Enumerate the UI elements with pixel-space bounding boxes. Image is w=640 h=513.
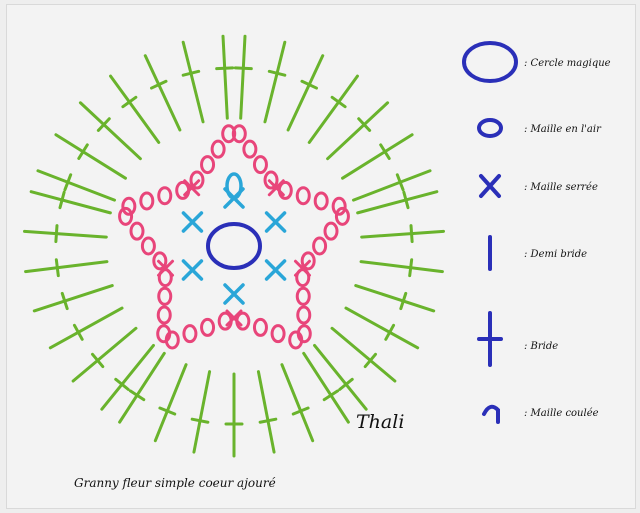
chain-stitch-icon: [202, 319, 214, 335]
treble-stitch-icon: [102, 345, 154, 409]
treble-stitch-icon: [258, 372, 274, 452]
magic-ring-icon: [464, 43, 516, 81]
treble-stitch-icon: [265, 42, 285, 122]
treble-crossbar: [411, 226, 412, 242]
treble-stitch-icon: [332, 328, 395, 381]
chain-stitch-icon: [314, 238, 326, 254]
single-crochet-icon: [183, 261, 201, 279]
treble-stitch-icon: [183, 42, 203, 122]
treble-stitch-icon: [194, 372, 210, 452]
legend-row-5: : Bride: [479, 313, 558, 365]
flower-chart: [25, 36, 444, 456]
chain-stitch-icon: [479, 120, 501, 136]
treble-stitch-icon: [56, 135, 126, 178]
single-crochet-icon: [481, 176, 499, 196]
stitch-legend: : Cercle magique : Maille en l'air : Maill…: [464, 43, 611, 422]
treble-stitch-icon: [356, 286, 434, 311]
treble-crossbar: [410, 260, 412, 276]
legend-label: : Bride: [524, 341, 558, 352]
chain-stitch-icon: [298, 307, 310, 323]
chain-stitch-icon: [254, 157, 266, 173]
single-crochet-icon: [225, 285, 243, 303]
legend-row-1: : Cercle magique: [464, 43, 611, 81]
legend-label: : Maille coulée: [524, 408, 599, 419]
chain-stitch-icon: [227, 174, 241, 198]
treble-stitch-icon: [346, 308, 418, 348]
legend-label: : Cercle magique: [524, 58, 611, 69]
chain-stitch-icon: [142, 238, 154, 254]
treble-crossbar: [269, 71, 285, 75]
chain-stitch-icon: [212, 141, 224, 157]
treble-stitch-icon: [309, 76, 357, 142]
legend-label: : Demi bride: [524, 249, 587, 260]
treble-stitch-icon: [315, 345, 367, 409]
treble-stitch-icon: [361, 262, 442, 272]
treble-crossbar: [123, 97, 136, 106]
treble-stitch-icon: [223, 36, 227, 118]
legend-label: : Maille en l'air: [524, 124, 602, 135]
treble-stitch-icon: [241, 36, 245, 118]
legend-row-6: : Maille coulée: [484, 407, 599, 422]
legend-label: : Maille serrée: [524, 182, 598, 193]
chain-stitch-icon: [297, 288, 309, 304]
chain-stitch-icon: [272, 326, 284, 342]
single-crochet-icon: [267, 261, 285, 279]
treble-stitch-icon: [282, 365, 313, 441]
treble-stitch-icon: [288, 56, 323, 130]
round-2-chains: [120, 126, 349, 348]
magic-ring-icon: [208, 224, 260, 268]
single-crochet-icon: [227, 311, 241, 325]
treble-stitch-icon: [73, 328, 136, 381]
treble-crossbar: [217, 68, 233, 69]
treble-crossbar: [192, 419, 208, 422]
petal-fan-3: [120, 353, 349, 456]
treble-stitch-icon: [25, 231, 107, 237]
chain-stitch-icon: [159, 288, 171, 304]
double-crochet-icon: [479, 313, 501, 365]
treble-crossbar: [235, 68, 251, 69]
chain-stitch-icon: [158, 307, 170, 323]
chain-stitch-icon: [325, 223, 337, 239]
treble-stitch-icon: [328, 103, 388, 159]
treble-stitch-icon: [26, 262, 107, 272]
legend-row-4: : Demi bride: [490, 237, 587, 269]
treble-crossbar: [56, 260, 58, 276]
chain-stitch-icon: [254, 319, 266, 335]
treble-stitch-icon: [362, 231, 444, 237]
treble-stitch-icon: [34, 286, 112, 311]
chain-stitch-icon: [141, 193, 153, 209]
treble-crossbar: [56, 226, 57, 242]
treble-stitch-icon: [155, 365, 186, 441]
treble-stitch-icon: [80, 103, 140, 159]
single-crochet-icon: [267, 213, 285, 231]
treble-crossbar: [404, 192, 408, 207]
chain-stitch-icon: [131, 223, 143, 239]
chain-stitch-icon: [315, 193, 327, 209]
single-crochet-icon: [183, 213, 201, 231]
chain-stitch-icon: [244, 141, 256, 157]
treble-crossbar: [60, 192, 64, 207]
author-signature: Thali: [356, 411, 404, 433]
legend-row-3: : Maille serrée: [481, 176, 598, 196]
chart-title: Granny fleur simple coeur ajouré: [74, 476, 276, 490]
chain-stitch-icon: [297, 188, 309, 204]
treble-crossbar: [183, 71, 199, 75]
treble-stitch-icon: [111, 76, 159, 142]
treble-crossbar: [260, 419, 276, 422]
treble-stitch-icon: [145, 56, 180, 130]
treble-crossbar: [130, 391, 143, 400]
treble-crossbar: [324, 391, 337, 400]
chain-stitch-icon: [159, 188, 171, 204]
treble-stitch-icon: [343, 135, 413, 178]
treble-crossbar: [381, 145, 389, 159]
treble-stitch-icon: [50, 308, 122, 348]
chain-stitch-icon: [184, 326, 196, 342]
legend-row-2: : Maille en l'air: [479, 120, 602, 136]
treble-crossbar: [332, 97, 345, 106]
slip-stitch-icon: [484, 407, 498, 422]
chain-stitch-icon: [202, 157, 214, 173]
treble-crossbar: [79, 145, 87, 159]
